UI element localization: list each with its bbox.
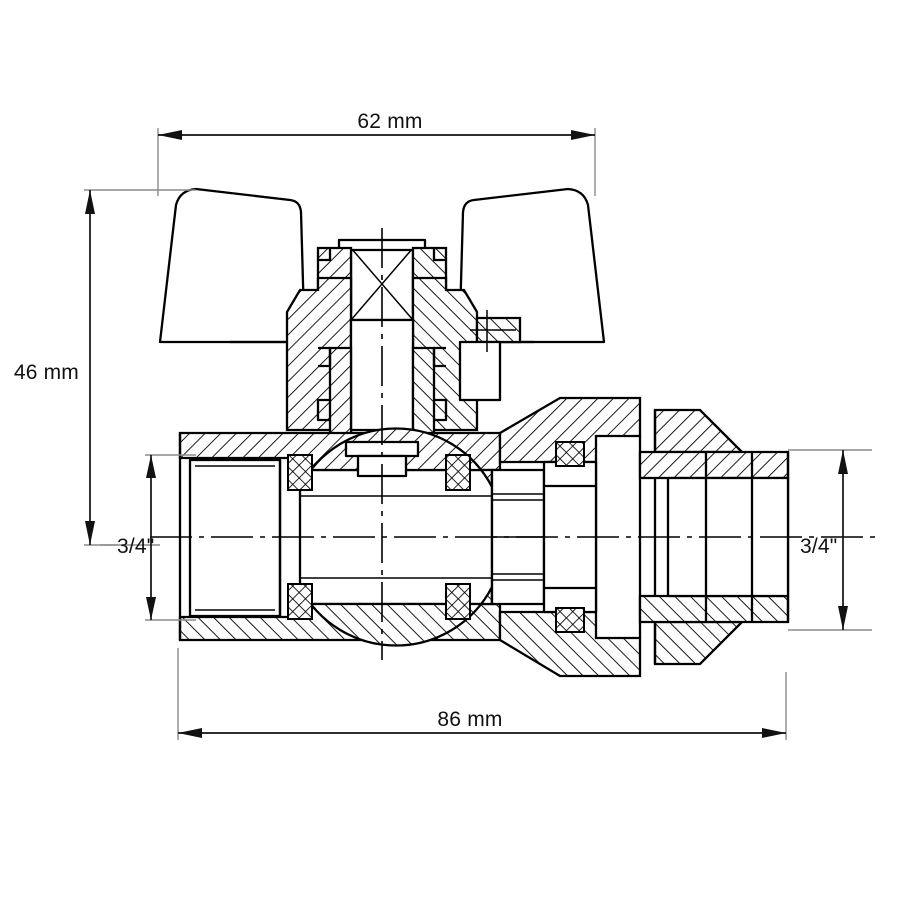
dimension-label-62mm: 62 mm: [357, 110, 422, 133]
dim-arrow-bottom-left: [178, 728, 202, 738]
seat-ring-left: [287, 454, 313, 620]
dim-arrow-top: [85, 190, 95, 214]
dimension-outlet-thread: 3/4": [788, 449, 872, 631]
dimension-handle-width: 62 mm: [157, 110, 596, 196]
dimension-label-inlet-thread: 3/4": [117, 535, 154, 558]
dimension-overall-length: 86 mm: [177, 648, 787, 740]
dim-arrow-outlet-top: [838, 450, 848, 474]
dimension-label-outlet-thread: 3/4": [800, 535, 837, 558]
seat-ring-right: [445, 454, 471, 620]
o-ring-seal-lower: [555, 607, 585, 633]
dim-arrow-inlet-top: [146, 455, 156, 478]
dimension-inlet-thread: 3/4": [100, 454, 196, 621]
dimension-overall-height: 46 mm: [14, 189, 196, 546]
o-ring-seal-upper: [555, 441, 585, 467]
dim-arrow-bottom: [85, 521, 95, 545]
dimension-label-86mm: 86 mm: [437, 708, 502, 731]
dim-arrow-outlet-bottom: [838, 606, 848, 630]
dim-arrow-right: [571, 130, 595, 140]
dimension-label-46mm: 46 mm: [14, 361, 79, 384]
dim-arrow-inlet-bottom: [146, 597, 156, 620]
dim-arrow-left: [158, 130, 182, 140]
dim-arrow-bottom-right: [762, 728, 786, 738]
butterfly-handle-left-wing: [158, 187, 306, 344]
